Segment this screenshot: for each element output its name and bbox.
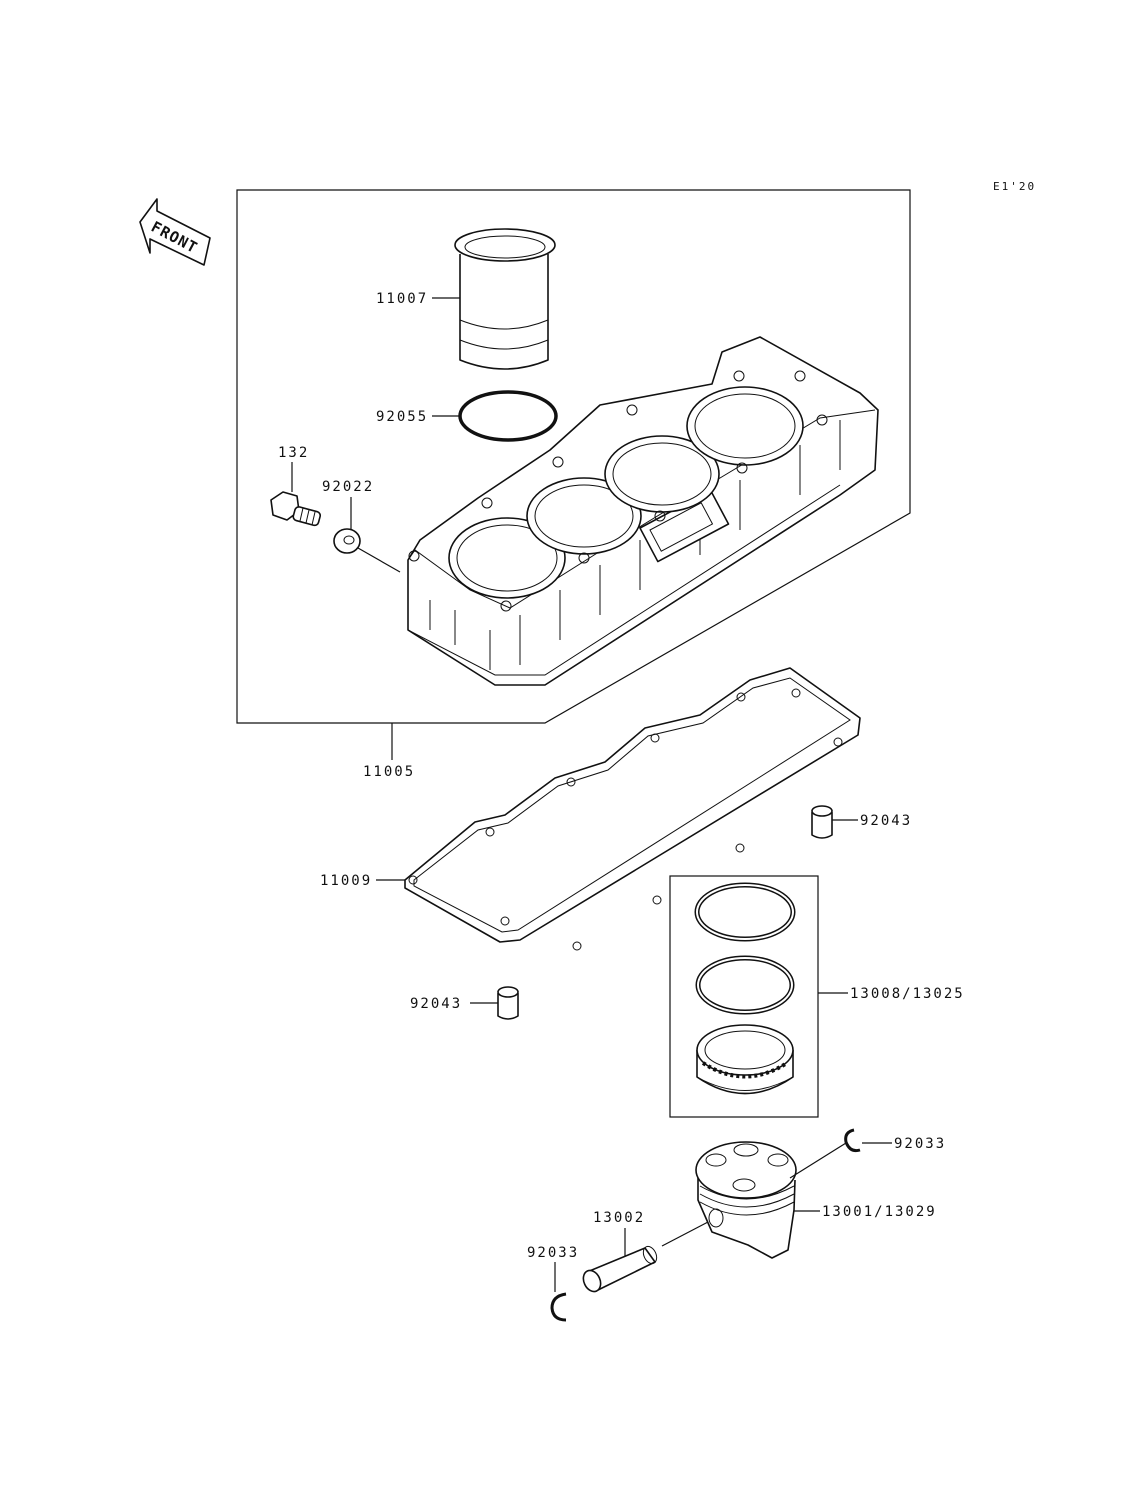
label-13008: 13008/13025: [850, 986, 965, 1002]
label-11005: 11005: [363, 764, 415, 780]
piston-ring-set-frame: [669, 875, 819, 1118]
label-92043-right: 92043: [860, 813, 912, 829]
cylinder-block: [407, 336, 879, 686]
cylinder-assembly-frame: [236, 189, 911, 724]
label-13002: 13002: [593, 1210, 645, 1226]
label-11009: 11009: [320, 873, 372, 889]
piston: [695, 1141, 797, 1259]
oil-ring: [696, 1024, 794, 1095]
bolt: [270, 491, 322, 527]
leader-13002-to-piston: [661, 1221, 709, 1247]
washer: [333, 528, 361, 554]
o-ring: [458, 390, 558, 442]
circlip-right: [844, 1128, 861, 1153]
circlip-left: [550, 1292, 567, 1322]
base-gasket: [404, 667, 861, 951]
label-92043-left: 92043: [410, 996, 462, 1012]
dowel-pin-right: [811, 805, 833, 839]
front-arrow-icon: FRONT: [139, 198, 211, 266]
label-92055: 92055: [376, 409, 428, 425]
cylinder-sleeve: [454, 228, 556, 370]
label-132: 132: [278, 445, 309, 461]
piston-pin: [582, 1245, 658, 1293]
label-92022: 92022: [322, 479, 374, 495]
label-13001: 13001/13029: [822, 1204, 937, 1220]
label-92033-right: 92033: [894, 1136, 946, 1152]
dowel-pin-left: [497, 986, 519, 1020]
label-11007: 11007: [376, 291, 428, 307]
leader-92033-right-to-piston: [789, 1142, 847, 1179]
piston-ring-top: [694, 882, 796, 942]
leader-92022-to-block: [357, 547, 401, 573]
ref-code: E1'20: [993, 180, 1036, 193]
label-92033-left: 92033: [527, 1245, 579, 1261]
piston-ring-second: [695, 955, 795, 1015]
